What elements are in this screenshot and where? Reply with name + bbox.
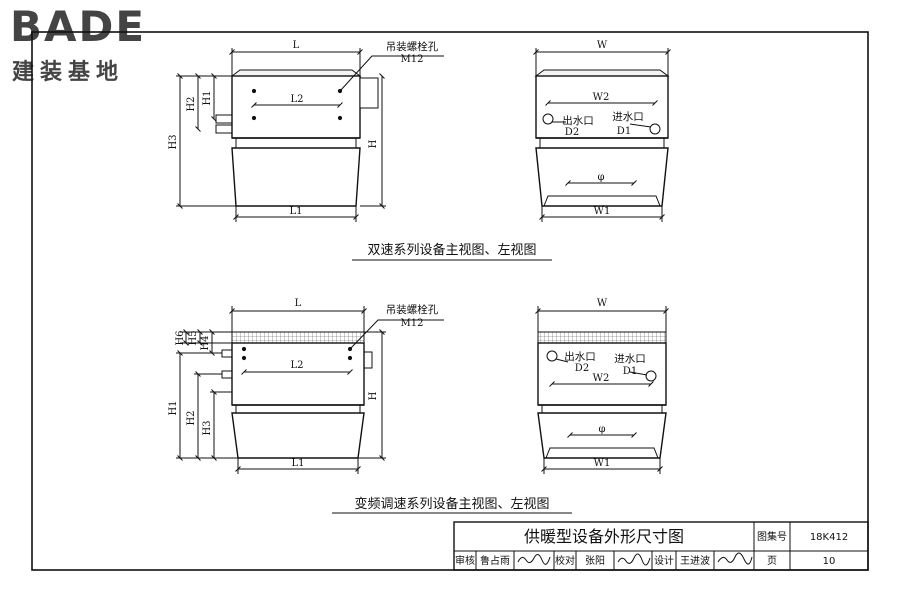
design-label: 设计 [654,554,674,567]
top-inlet-label: 进水口 [612,111,644,123]
reviewer-name: 鲁占雨 [480,554,510,567]
bottom-front-dim-H5: H5 [188,330,199,345]
bottom-front-dim-L: L [295,298,302,309]
sheet-border [31,31,869,571]
bottom-inlet-label: 进水口 [614,353,646,365]
logo-subtitle: 建装基地 [12,60,125,85]
bottom-front-dim-H6: H6 [175,330,186,345]
top-outlet-code: D2 [565,127,579,138]
top-bolt-size: M12 [401,54,424,65]
title-block [453,521,869,571]
bottom-front-dim-H: H [368,391,379,400]
bottom-front-view [176,306,444,474]
bottom-front-dim-H2: H2 [186,410,197,425]
top-front-dim-H1: H1 [202,90,213,105]
reviewer-signature [517,554,551,565]
top-side-dim-W2: W2 [593,92,610,103]
top-side-dim-phi: φ [597,172,604,183]
drawing-title: 供暖型设备外形尺寸图 [524,527,684,546]
page-label: 页 [767,555,777,567]
bottom-front-dim-H1: H1 [168,400,179,415]
top-side-dim-W1: W1 [594,206,611,217]
atlas-number: 18K412 [810,532,848,543]
bottom-bolt-size: M12 [401,318,424,329]
top-front-dim-H3: H3 [168,134,179,149]
top-inlet-code: D1 [617,126,631,137]
top-side-view [533,48,671,222]
top-front-dim-L: L [293,40,300,51]
page-number: 10 [823,556,836,567]
bottom-side-dim-W: W [597,298,608,309]
bottom-side-view [535,306,669,474]
bottom-caption: 变频调速系列设备主视图、左视图 [354,496,549,512]
check-label: 校对 [555,554,575,567]
bottom-side-dim-W1: W1 [594,458,611,469]
bottom-inlet-code: D1 [623,366,637,377]
top-caption: 双速系列设备主视图、左视图 [367,242,536,258]
review-label: 审核 [455,554,475,567]
bottom-outlet-label: 出水口 [564,350,596,363]
bottom-outlet-code: D2 [575,363,589,374]
top-front-dim-H2: H2 [186,96,197,111]
checker-name: 张阳 [585,555,605,567]
bottom-side-dim-W2: W2 [593,373,610,384]
bottom-front-dim-L1: L1 [291,458,304,469]
designer-signature [717,552,753,565]
top-bolt-hole-label: 吊装螺栓孔 [386,40,439,53]
top-front-dim-L2: L2 [290,94,303,105]
bottom-bolt-hole-label: 吊装螺栓孔 [386,303,439,316]
top-outlet-label: 出水口 [562,114,594,127]
bottom-front-dim-H3: H3 [202,420,213,435]
bottom-front-dim-L2: L2 [290,360,303,371]
bottom-side-dim-phi: φ [598,424,605,435]
top-front-view [176,48,444,222]
top-front-dim-H: H [368,139,379,148]
atlas-label: 图集号 [757,530,787,543]
bottom-front-dim-H4: H4 [200,335,211,350]
designer-name: 王进波 [680,554,710,567]
checker-signature [617,553,651,566]
top-side-dim-W: W [597,40,608,51]
top-front-dim-L1: L1 [289,206,302,217]
